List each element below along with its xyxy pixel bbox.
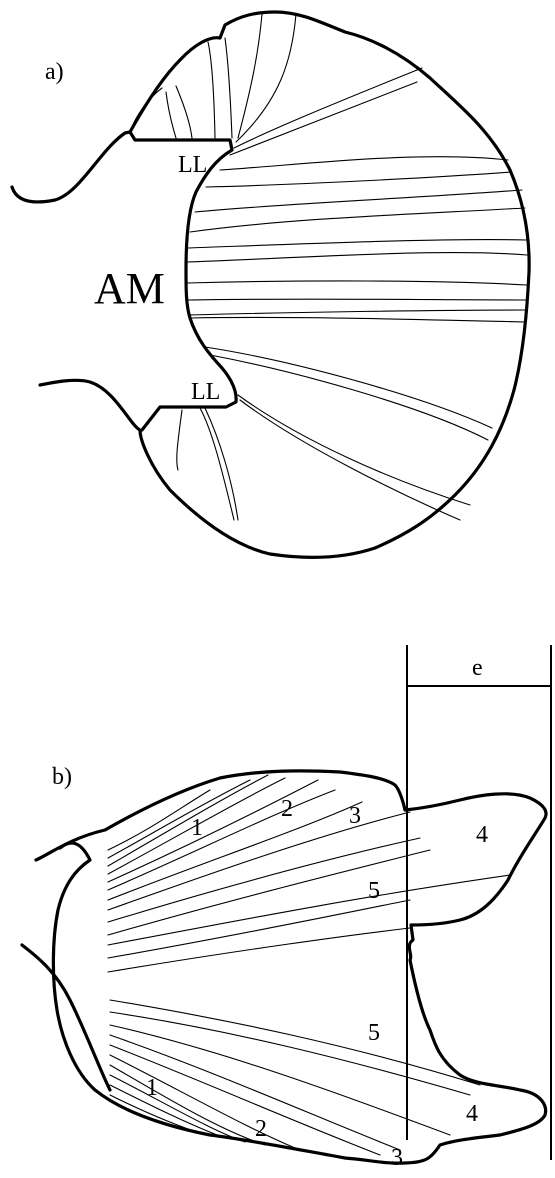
zone-label-upper-1: 1 (191, 815, 203, 841)
flow-line-10 (220, 157, 508, 170)
figure-a: a) AM LL LL (12, 12, 529, 557)
figure-a-outline (12, 12, 529, 557)
flow-line-3 (176, 86, 192, 138)
flow-line-17 (187, 299, 527, 300)
flow-line-15 (187, 253, 527, 262)
flow-line-19 (190, 317, 524, 322)
flow-line-48 (110, 1085, 225, 1138)
flow-line-24 (177, 410, 182, 470)
flow-line-20 (205, 347, 492, 428)
flow-line-46 (110, 1065, 265, 1145)
flow-line-4 (208, 42, 215, 138)
figure-a-center-label: AM (94, 264, 165, 313)
flow-line-5 (225, 38, 232, 138)
scale-label: e (472, 655, 483, 681)
flow-line-21 (210, 355, 488, 440)
flow-line-45 (110, 1055, 300, 1150)
flow-line-25 (200, 408, 234, 520)
flow-line-13 (190, 208, 525, 232)
flow-line-32 (108, 790, 335, 890)
zone-label-upper-3: 3 (349, 803, 361, 829)
figure-b-panel-label: b) (52, 764, 72, 790)
flow-line-16 (187, 281, 527, 285)
figure-b: e b) 1 2 3 4 5 5 4 1 (22, 645, 551, 1171)
zone-label-lower-1: 1 (146, 1075, 158, 1101)
zone-label-lower-2: 2 (255, 1116, 267, 1142)
zone-label-lower-3: 3 (391, 1145, 403, 1171)
flow-line-11 (206, 172, 511, 187)
flow-line-6 (238, 14, 262, 138)
zone-label-lower-5: 5 (368, 1020, 380, 1046)
flow-line-37 (108, 875, 510, 945)
flow-line-18 (188, 310, 526, 315)
zone-label-upper-4: 4 (476, 822, 488, 848)
flow-line-49 (110, 1095, 205, 1135)
flow-line-12 (195, 190, 522, 212)
flow-line-7 (236, 14, 296, 142)
figure-b-lower-tail (22, 945, 110, 1090)
flow-line-47 (110, 1075, 245, 1142)
figure-a-upper-lobe-label: LL (178, 152, 207, 178)
flow-line-26 (205, 408, 238, 520)
zone-label-upper-2: 2 (281, 796, 293, 822)
figure-a-lower-lobe-label: LL (191, 379, 220, 405)
zone-label-upper-5: 5 (368, 878, 380, 904)
zone-label-lower-4: 4 (466, 1101, 478, 1127)
figure-a-panel-label: a) (45, 59, 64, 85)
flow-line-8 (234, 68, 422, 148)
flow-line-14 (188, 240, 526, 248)
flow-line-2 (166, 92, 176, 138)
flow-line-22 (238, 395, 470, 505)
